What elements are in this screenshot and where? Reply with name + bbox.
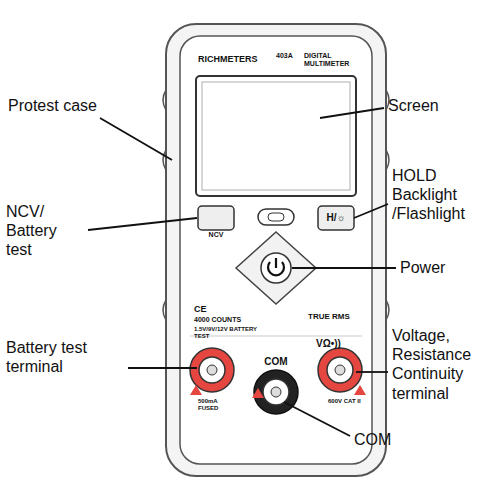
- device-marking: 4000 COUNTS: [194, 316, 264, 324]
- callout-label: Voltage, Resistance Continuity terminal: [392, 326, 492, 403]
- callout-label: Battery test terminal: [6, 338, 126, 376]
- callout-label: HOLD Backlight /Flashlight: [392, 166, 492, 224]
- brand-logo: RICHMETERS: [198, 54, 278, 65]
- device-marking: TRUE RMS: [308, 312, 368, 322]
- button-label: NCV: [198, 231, 234, 239]
- jack-marking: 500mA FUSED: [198, 398, 238, 412]
- model-number: 403A: [276, 52, 306, 60]
- cert-mark: CE: [194, 304, 224, 315]
- callout-label: Protest case: [8, 96, 138, 115]
- callout-label: Power: [400, 258, 490, 277]
- jack-marking: VΩ•)): [316, 338, 366, 350]
- jack-marking: COM: [256, 356, 296, 368]
- device-title: DIGITAL MULTIMETER: [304, 52, 364, 69]
- callout-label: Screen: [388, 96, 488, 115]
- device-marking: 1.5V/9V/12V BATTERY TEST: [194, 326, 264, 340]
- button-label: H/☼: [318, 212, 354, 224]
- callout-label: NCV/ Battery test: [6, 202, 86, 260]
- callout-label: COM: [354, 430, 414, 449]
- jack-marking: 600V CAT II: [328, 398, 368, 405]
